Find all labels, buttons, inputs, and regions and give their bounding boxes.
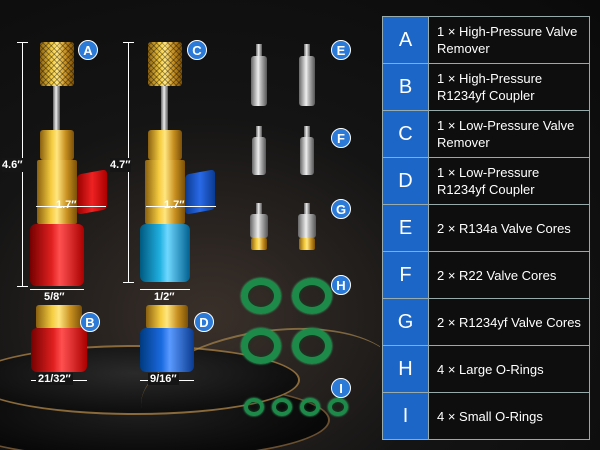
table-row: B 1 × High-Pressure R1234yf Coupler xyxy=(383,64,589,111)
d-width-label: 9/16″ xyxy=(148,373,179,385)
large-oring xyxy=(241,278,281,314)
body-width-line-c xyxy=(146,206,216,207)
small-oring xyxy=(244,398,264,416)
row-description: 1 × Low-Pressure R1234yf Coupler xyxy=(429,158,589,204)
core-pin xyxy=(304,126,310,138)
table-row: H 4 × Large O-Rings xyxy=(383,346,589,393)
brass-nut xyxy=(40,130,74,160)
badge-e: E xyxy=(331,40,351,60)
core-pin xyxy=(256,203,262,215)
brass-cap xyxy=(36,305,82,329)
body-width-label-a: 1.7″ xyxy=(56,199,77,211)
knurled-knob xyxy=(40,42,74,86)
row-description: 1 × Low-Pressure Valve Remover xyxy=(429,111,589,157)
row-letter: F xyxy=(383,252,429,298)
row-letter: C xyxy=(383,111,429,157)
row-letter: H xyxy=(383,346,429,392)
row-description: 4 × Small O-Rings xyxy=(429,393,589,439)
core-body xyxy=(299,56,315,106)
blue-collar xyxy=(140,328,194,372)
core-body xyxy=(298,214,316,238)
table-row: C 1 × Low-Pressure Valve Remover xyxy=(383,111,589,158)
small-oring xyxy=(328,398,348,416)
height-label-a: 4.6″ xyxy=(2,158,23,172)
row-letter: E xyxy=(383,205,429,251)
steel-rod xyxy=(161,86,168,132)
small-oring xyxy=(300,398,320,416)
table-row: A 1 × High-Pressure Valve Remover xyxy=(383,17,589,64)
core-pin xyxy=(256,44,262,58)
core-pin xyxy=(256,126,262,138)
core-thread xyxy=(299,238,315,250)
valve-body xyxy=(145,160,185,224)
core-thread xyxy=(251,238,267,250)
height-tick-c-bottom xyxy=(123,282,134,283)
badge-d: D xyxy=(194,312,214,332)
badge-h: H xyxy=(331,275,351,295)
height-tick-a-top xyxy=(17,42,28,43)
coupler-width-label-c: 1/2″ xyxy=(154,291,175,303)
height-label-c: 4.7″ xyxy=(110,158,131,172)
cyan-coupler xyxy=(140,224,190,282)
red-coupler xyxy=(30,224,84,286)
row-letter: D xyxy=(383,158,429,204)
badge-a: A xyxy=(78,40,98,60)
body-width-line-a xyxy=(36,206,106,207)
badge-b: B xyxy=(80,312,100,332)
table-row: D 1 × Low-Pressure R1234yf Coupler xyxy=(383,158,589,205)
blue-handle xyxy=(185,169,215,215)
brass-nut xyxy=(148,130,182,160)
large-oring xyxy=(292,278,332,314)
valve-body xyxy=(37,160,77,224)
small-oring xyxy=(272,398,292,416)
badge-c: C xyxy=(187,40,207,60)
coupler-width-label-a: 5/8″ xyxy=(44,291,65,303)
red-collar xyxy=(31,328,87,372)
badge-f: F xyxy=(331,128,351,148)
table-row: F 2 × R22 Valve Cores xyxy=(383,252,589,299)
row-description: 2 × R22 Valve Cores xyxy=(429,252,589,298)
badge-g: G xyxy=(331,199,351,219)
table-row: E 2 × R134a Valve Cores xyxy=(383,205,589,252)
badge-i: I xyxy=(331,378,351,398)
large-oring xyxy=(241,328,281,364)
coupler-width-line-a xyxy=(30,289,84,290)
coupler-width-line-c xyxy=(140,289,190,290)
core-pin xyxy=(304,203,310,215)
row-letter: G xyxy=(383,299,429,345)
row-description: 4 × Large O-Rings xyxy=(429,346,589,392)
row-description: 2 × R134a Valve Cores xyxy=(429,205,589,251)
core-body xyxy=(251,56,267,106)
large-oring xyxy=(292,328,332,364)
table-row: G 2 × R1234yf Valve Cores xyxy=(383,299,589,346)
core-body xyxy=(252,137,266,175)
body-width-label-c: 1.7″ xyxy=(164,199,185,211)
height-tick-c-top xyxy=(123,42,134,43)
red-handle xyxy=(77,169,107,215)
brass-cap xyxy=(146,305,188,329)
product-photo: 4.6″ 4.7″ 1.7″ 1.7″ 5/8″ 1/2″ 21/32″ 9/1… xyxy=(0,40,380,450)
core-body xyxy=(300,137,314,175)
core-body xyxy=(250,214,268,238)
steel-rod xyxy=(53,86,60,132)
table-row: I 4 × Small O-Rings xyxy=(383,393,589,439)
row-letter: B xyxy=(383,64,429,110)
row-description: 1 × High-Pressure Valve Remover xyxy=(429,17,589,63)
row-description: 2 × R1234yf Valve Cores xyxy=(429,299,589,345)
row-letter: A xyxy=(383,17,429,63)
core-pin xyxy=(304,44,310,58)
row-letter: I xyxy=(383,393,429,439)
height-tick-a-bottom xyxy=(17,286,28,287)
row-description: 1 × High-Pressure R1234yf Coupler xyxy=(429,64,589,110)
b-width-label: 21/32″ xyxy=(36,373,73,385)
knurled-knob xyxy=(148,42,182,86)
contents-table: A 1 × High-Pressure Valve Remover B 1 × … xyxy=(382,16,590,440)
